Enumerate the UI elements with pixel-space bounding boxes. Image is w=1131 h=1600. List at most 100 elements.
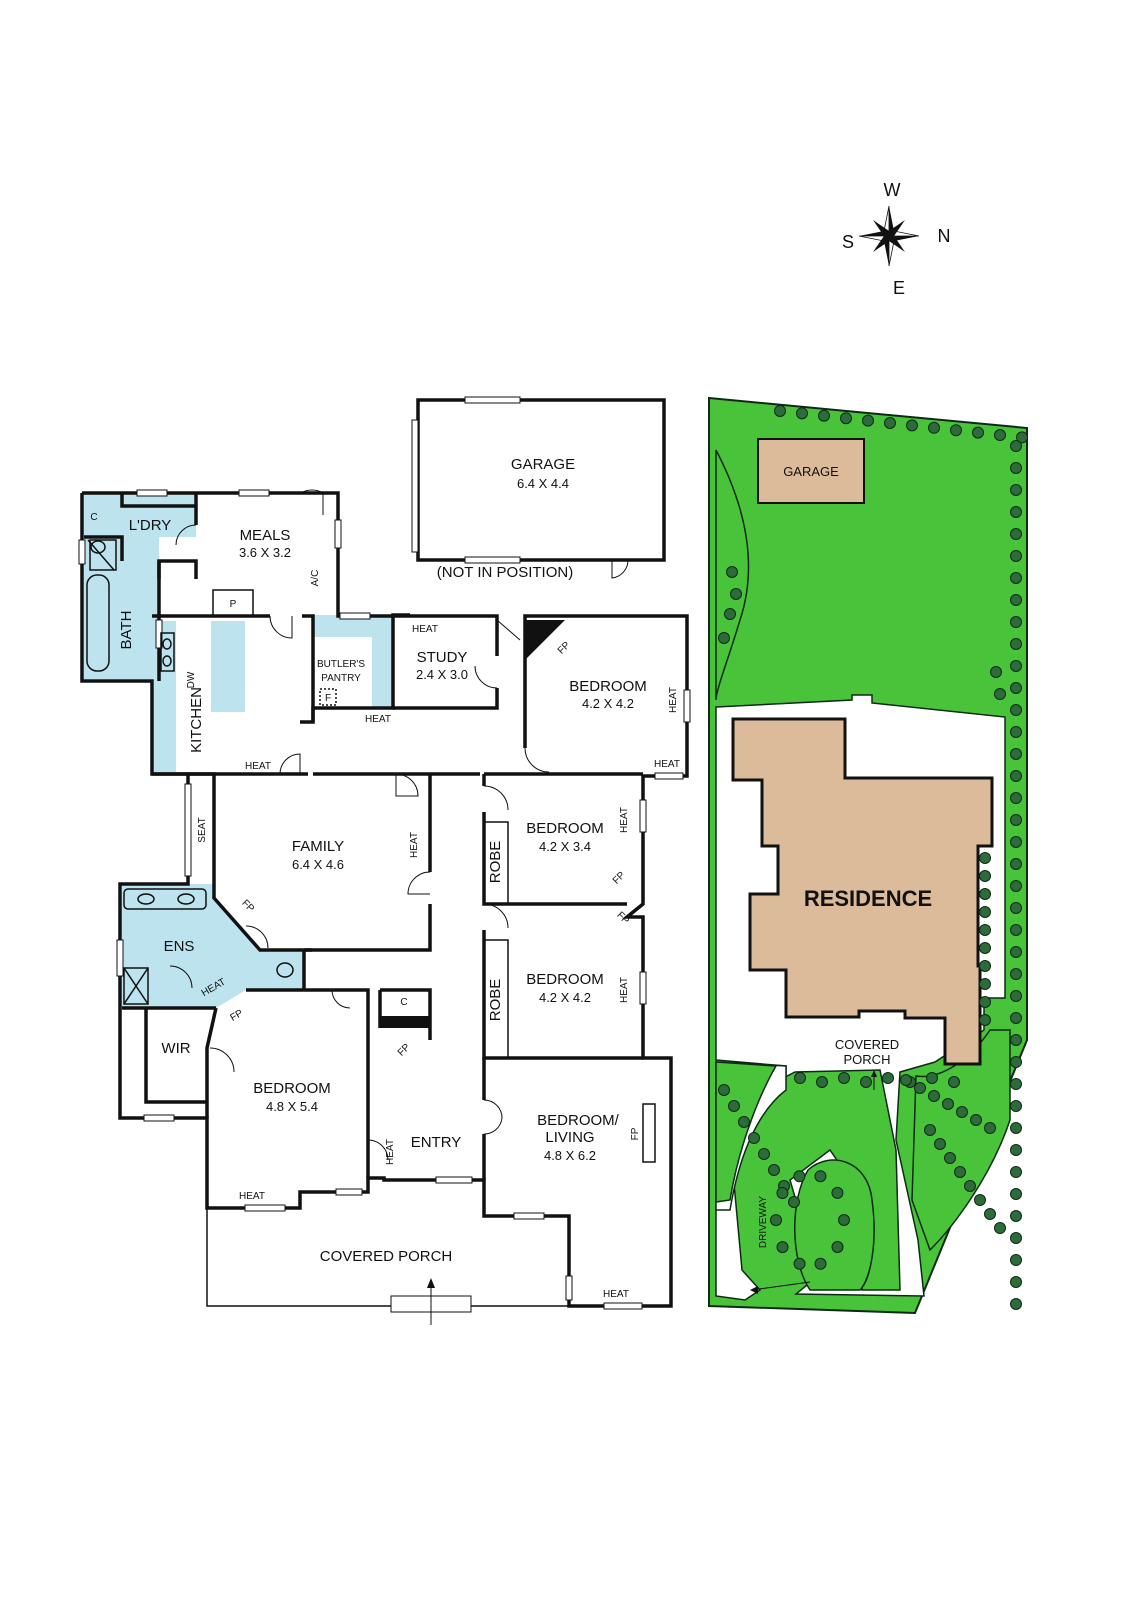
entry-label: ENTRY bbox=[411, 1134, 462, 1151]
site-porch-line1: COVERED bbox=[835, 1037, 899, 1052]
tree-icon bbox=[1010, 968, 1022, 980]
bedroom-living-line2: LIVING bbox=[545, 1129, 594, 1146]
kitchen-label: KITCHEN bbox=[188, 687, 205, 753]
compass-rose: W E S N bbox=[842, 180, 951, 298]
compass-south: S bbox=[842, 232, 854, 252]
tree-icon bbox=[979, 1014, 991, 1026]
tree-icon bbox=[994, 688, 1006, 700]
tree-icon bbox=[860, 1076, 872, 1088]
tree-icon bbox=[1010, 462, 1022, 474]
garage-dims: 6.4 X 4.4 bbox=[517, 476, 569, 491]
tree-icon bbox=[1010, 990, 1022, 1002]
bedroom-living-line1: BEDROOM/ bbox=[537, 1112, 620, 1129]
meals-dims: 3.6 X 3.2 bbox=[239, 545, 291, 560]
tree-icon bbox=[1010, 880, 1022, 892]
tree-icon bbox=[942, 1098, 954, 1110]
tree-icon bbox=[1010, 1276, 1022, 1288]
tree-icon bbox=[979, 942, 991, 954]
tree-icon bbox=[979, 870, 991, 882]
tree-icon bbox=[979, 888, 991, 900]
tree-icon bbox=[758, 1148, 770, 1160]
study-label: STUDY bbox=[417, 649, 468, 666]
tree-icon bbox=[1010, 506, 1022, 518]
tree-icon bbox=[1010, 440, 1022, 452]
tree-icon bbox=[956, 1106, 968, 1118]
tree-icon bbox=[1010, 770, 1022, 782]
tree-icon bbox=[840, 412, 852, 425]
site-plan: GARAGE RESIDENCE COVERED PORCH DRIVEWAY bbox=[708, 396, 1028, 1315]
tree-icon bbox=[838, 1072, 850, 1084]
bedroom-2-fp: FP bbox=[611, 870, 628, 887]
master-heat-bottom: HEAT bbox=[239, 1191, 265, 1202]
bedroom-2-dims: 4.2 X 3.4 bbox=[539, 839, 591, 854]
site-garage-label: GARAGE bbox=[783, 464, 839, 479]
tree-icon bbox=[796, 407, 808, 420]
tree-icon bbox=[1010, 1298, 1022, 1310]
meals-label: MEALS bbox=[240, 527, 291, 544]
tree-icon bbox=[726, 566, 738, 578]
laundry-cupboard: C bbox=[90, 512, 97, 523]
bedroom-ne-label: BEDROOM bbox=[569, 678, 647, 695]
bedroom-2-heat: HEAT bbox=[619, 807, 630, 833]
master-dims: 4.8 X 5.4 bbox=[266, 1099, 318, 1114]
meals-ac: A/C bbox=[310, 570, 321, 587]
residence-label: RESIDENCE bbox=[804, 886, 932, 911]
bedroom-ne-fp: FP bbox=[556, 640, 573, 657]
tree-icon bbox=[990, 666, 1002, 678]
tree-icon bbox=[831, 1241, 844, 1254]
tree-icon bbox=[774, 405, 786, 417]
wir-label: WIR bbox=[161, 1040, 190, 1057]
tree-icon bbox=[972, 426, 984, 439]
tree-icon bbox=[1010, 1078, 1022, 1090]
site-driveway-label: DRIVEWAY bbox=[758, 1196, 769, 1249]
laundry-area bbox=[84, 493, 196, 537]
tree-icon bbox=[718, 632, 730, 644]
tree-icon bbox=[1010, 1166, 1022, 1178]
tree-icon bbox=[1010, 1210, 1022, 1222]
tree-icon bbox=[979, 996, 991, 1008]
tree-icon bbox=[1010, 814, 1022, 826]
tree-icon bbox=[1010, 1232, 1022, 1244]
tree-icon bbox=[814, 1257, 827, 1270]
bedroom-ne-heat-side: HEAT bbox=[668, 687, 679, 713]
site-trees bbox=[718, 405, 1028, 1310]
tree-icon bbox=[954, 1166, 966, 1178]
tree-icon bbox=[984, 1208, 996, 1220]
site-residence bbox=[731, 717, 994, 1066]
kitchen-heat: HEAT bbox=[245, 761, 271, 772]
tree-icon bbox=[776, 1241, 789, 1254]
robe-3-label: ROBE bbox=[487, 979, 504, 1022]
butlers-heat: HEAT bbox=[365, 714, 391, 725]
tree-icon bbox=[914, 1082, 926, 1094]
tree-icon bbox=[1010, 704, 1022, 716]
tree-icon bbox=[1010, 1012, 1022, 1024]
tree-icon bbox=[776, 1187, 789, 1200]
tree-icon bbox=[1010, 1100, 1022, 1112]
tree-icon bbox=[788, 1196, 800, 1208]
robe-2-label: ROBE bbox=[487, 841, 504, 884]
tree-icon bbox=[794, 1072, 806, 1084]
butlers-fridge: F bbox=[325, 693, 331, 704]
tree-icon bbox=[1010, 484, 1022, 496]
compass-north: N bbox=[938, 226, 951, 246]
tree-icon bbox=[718, 1084, 730, 1096]
family-fp: FP bbox=[239, 898, 256, 915]
tree-icon bbox=[906, 419, 918, 432]
tree-icon bbox=[994, 1222, 1006, 1234]
tree-icon bbox=[770, 1214, 783, 1227]
tree-icon bbox=[831, 1186, 844, 1199]
tree-icon bbox=[979, 924, 991, 936]
tree-icon bbox=[1010, 638, 1022, 650]
tree-icon bbox=[1010, 924, 1022, 936]
bedroom-fireplace-fill bbox=[525, 620, 565, 660]
tree-icon bbox=[1010, 836, 1022, 848]
tree-icon bbox=[1010, 792, 1022, 804]
master-fp: FP bbox=[228, 1008, 245, 1024]
tree-icon bbox=[979, 978, 991, 990]
tree-icon bbox=[1016, 431, 1028, 444]
house-outer-walls bbox=[80, 493, 689, 1308]
tree-icon bbox=[964, 1180, 976, 1192]
compass-west: W bbox=[884, 180, 901, 200]
tree-icon bbox=[768, 1164, 780, 1176]
tree-icon bbox=[1010, 946, 1022, 958]
